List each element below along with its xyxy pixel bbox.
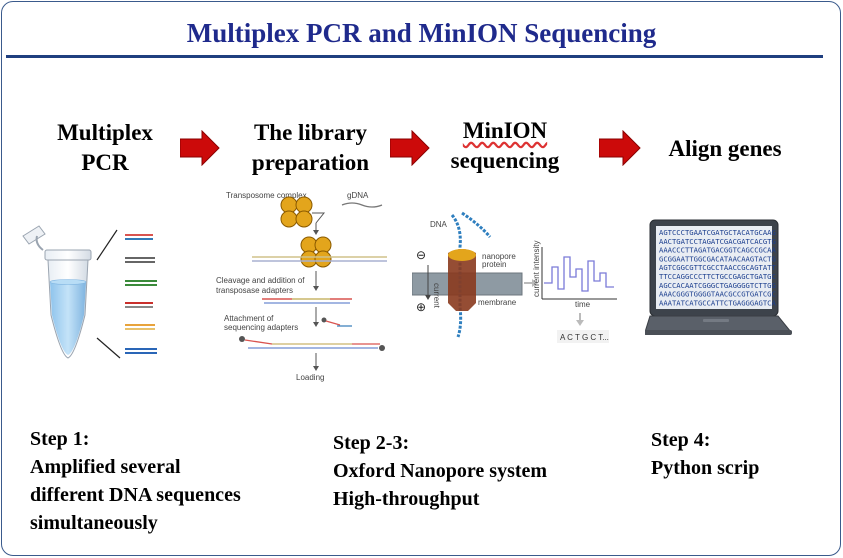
description-line: Amplified several bbox=[30, 456, 181, 478]
sequence-line: GCGGAATTGGCGACATAACAAGTACTG bbox=[659, 254, 776, 263]
label-loading: Loading bbox=[296, 373, 324, 382]
label-cleavage: transposase adapters bbox=[216, 286, 293, 295]
step-1-description: Step 1: Amplified several different DNA … bbox=[30, 425, 241, 537]
step-1-title-line: PCR bbox=[81, 150, 129, 175]
dna-fragment-icon bbox=[125, 280, 157, 286]
pcr-tube-figure bbox=[22, 225, 157, 359]
label-attachment: sequencing adapters bbox=[224, 323, 298, 332]
description-line: Step 4: bbox=[651, 429, 711, 451]
sequence-line: AAACGGGTGGGGTAACGCCGTGATCGC bbox=[659, 290, 776, 299]
nanopore-figure: DNA ⊖ ⊕ current nanopore protein membran… bbox=[412, 211, 617, 343]
step-3-title: MinION sequencing bbox=[430, 116, 580, 176]
diagram-title: Multiplex PCR and MinION Sequencing bbox=[186, 18, 657, 48]
step-3-title-line: sequencing bbox=[450, 148, 560, 173]
step-2-title: The library preparation bbox=[233, 118, 388, 178]
step-2-title-line: preparation bbox=[251, 150, 370, 175]
label-cleavage: Cleavage and addition of bbox=[216, 276, 305, 285]
label-current: current bbox=[432, 283, 441, 309]
sequence-line: AAATATCATGCCATTCTGAGGGAGTCA bbox=[659, 298, 777, 307]
dna-fragment-icon bbox=[125, 302, 153, 308]
label-current-intensity: current intensity bbox=[532, 241, 541, 297]
plus-icon: ⊕ bbox=[416, 300, 426, 314]
label-dna: DNA bbox=[430, 220, 448, 229]
description-line: simultaneously bbox=[30, 512, 158, 534]
description-line: different DNA sequences bbox=[30, 484, 241, 506]
step-3-title-line: MinION bbox=[462, 118, 548, 143]
step-2-3-description: Step 2-3: Oxford Nanopore system High-th… bbox=[333, 429, 547, 513]
label-membrane: membrane bbox=[478, 298, 517, 307]
label-gdna: gDNA bbox=[347, 191, 369, 200]
description-line: High-throughput bbox=[333, 488, 480, 510]
label-attachment: Attachment of bbox=[224, 314, 274, 323]
label-time: time bbox=[575, 300, 591, 309]
library-prep-figure: Transposome complex gDNA Cleavage and ad… bbox=[216, 191, 387, 382]
dna-fragment-icon bbox=[125, 257, 155, 263]
label-nanopore: nanopore bbox=[482, 252, 516, 261]
description-line: Oxford Nanopore system bbox=[333, 460, 548, 482]
sequence-line: AACTGATCCTAGATCGACGATCACGTG bbox=[659, 237, 776, 246]
arrow-icon bbox=[599, 130, 641, 166]
laptop-figure: AGTCCCTGAATCGATGCTACATGCAAGAACTGATCCTAGA… bbox=[645, 219, 793, 335]
step-4-title-line: Align genes bbox=[668, 136, 782, 161]
minus-icon: ⊖ bbox=[416, 248, 426, 262]
arrow-icon bbox=[390, 130, 430, 166]
transposome-icon bbox=[300, 236, 332, 268]
description-line: Step 1: bbox=[30, 428, 90, 450]
label-nanopore: protein bbox=[482, 260, 506, 269]
sequence-line: AGCCACAATCGGGCTGAGGGGTCTTGG bbox=[659, 281, 776, 290]
title-underline bbox=[6, 55, 823, 58]
sequence-line: TTCCAGGCCCTTCTGCCGAGCTGATGC bbox=[659, 272, 776, 281]
dna-fragment-icon bbox=[125, 348, 157, 354]
step-2-title-line: The library bbox=[253, 120, 368, 145]
step-4-title: Align genes bbox=[645, 134, 805, 164]
dna-fragment-icon bbox=[125, 324, 155, 330]
dna-fragment-icon bbox=[125, 234, 153, 240]
label-bases: A C T G C T... bbox=[560, 333, 609, 342]
description-line: Python scrip bbox=[651, 457, 760, 479]
step-1-title: Multiplex PCR bbox=[40, 118, 170, 178]
description-line: Step 2-3: bbox=[333, 432, 410, 454]
sequence-line: AGTCGGCGTTCGCCTAACCGCAGTATT bbox=[659, 263, 777, 272]
step-1-title-line: Multiplex bbox=[57, 120, 153, 145]
arrow-icon bbox=[180, 130, 220, 166]
step-4-description: Step 4: Python scrip bbox=[651, 426, 759, 482]
sequence-line: AGTCCCTGAATCGATGCTACATGCAAG bbox=[659, 228, 776, 237]
transposome-icon bbox=[280, 196, 313, 228]
label-transposome: Transposome complex bbox=[226, 191, 307, 200]
sequence-line: AAACCCTTAGATGACGGTCAGCCGCAA bbox=[659, 246, 777, 255]
